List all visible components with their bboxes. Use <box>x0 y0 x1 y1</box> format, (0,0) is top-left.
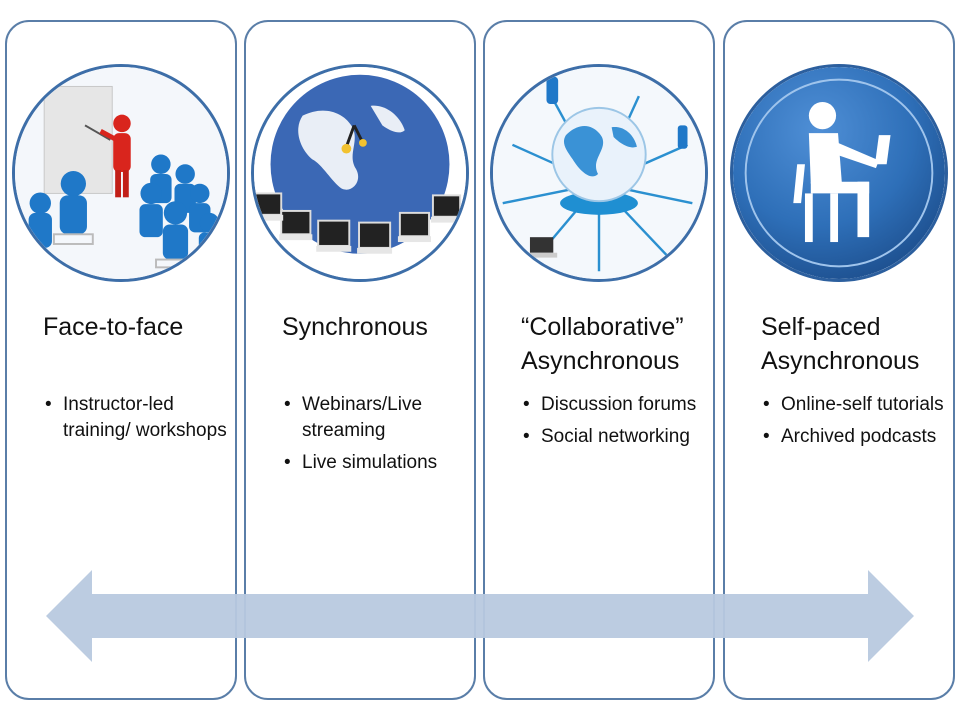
bullet-list: Discussion forums Social networking <box>521 392 721 456</box>
list-item: Instructor-led training/ workshops <box>43 392 243 444</box>
panel-collaborative-asynchronous: “Collaborative” Asynchronous Discussion … <box>483 20 715 700</box>
list-item: Online-self tutorials <box>761 392 960 418</box>
network-globe-icon <box>490 64 708 282</box>
bullet-list: Webinars/Live streaming Live simulations <box>282 392 482 482</box>
panel-self-paced-asynchronous: Self-paced Asynchronous Online-self tuto… <box>723 20 955 700</box>
list-item: Discussion forums <box>521 392 721 418</box>
panel-title: “Collaborative” Asynchronous <box>521 313 684 375</box>
list-item: Webinars/Live streaming <box>282 392 482 444</box>
panel-title: Synchronous <box>282 313 428 341</box>
list-item: Archived podcasts <box>761 424 960 450</box>
globe-laptops-icon <box>251 64 469 282</box>
panel-title: Face-to-face <box>43 313 184 341</box>
bullet-list: Instructor-led training/ workshops <box>43 392 243 450</box>
classroom-icon <box>12 64 230 282</box>
panel-title: Self-paced Asynchronous <box>761 313 920 375</box>
panel-face-to-face: Face-to-face Instructor-led training/ wo… <box>5 20 237 700</box>
bullet-list: Online-self tutorials Archived podcasts <box>761 392 960 456</box>
self-study-icon <box>730 64 948 282</box>
list-item: Social networking <box>521 424 721 450</box>
list-item: Live simulations <box>282 450 482 476</box>
panel-synchronous: Synchronous Webinars/Live streaming Live… <box>244 20 476 700</box>
